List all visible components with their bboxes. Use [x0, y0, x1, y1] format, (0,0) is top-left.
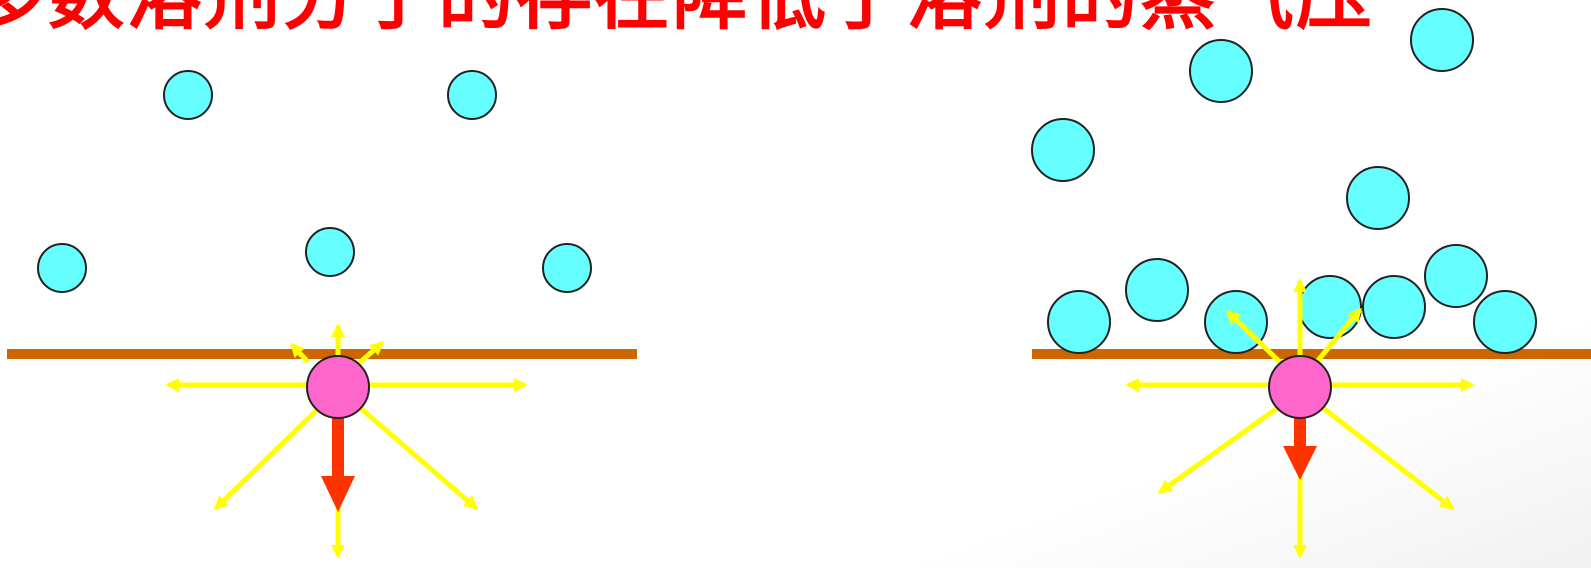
- escape-arrow-down-left: [216, 405, 322, 508]
- vapor-molecule: [1411, 9, 1473, 71]
- vapor-molecule: [306, 228, 354, 276]
- vapor-molecule: [1190, 40, 1252, 102]
- surface-molecule: [1126, 259, 1188, 321]
- vapor-molecule: [1032, 119, 1094, 181]
- surface-molecule: [1048, 291, 1110, 353]
- left-panel: [7, 71, 637, 556]
- vapor-molecule: [448, 71, 496, 119]
- vapor-molecule: [38, 244, 86, 292]
- red-arrow-head: [1283, 446, 1317, 480]
- vapor-molecule: [543, 244, 591, 292]
- downward-red-arrow: [1283, 413, 1317, 480]
- downward-red-arrow: [321, 413, 355, 512]
- escape-arrow-down-right: [1318, 404, 1452, 508]
- solute-particle: [307, 356, 369, 418]
- surface-molecule: [1474, 291, 1536, 353]
- vapor-molecule: [1347, 167, 1409, 229]
- surface-molecule: [1425, 245, 1487, 307]
- vapor-molecules: [1032, 9, 1473, 229]
- escape-arrow-down-right: [357, 405, 476, 508]
- surface-molecule: [1363, 276, 1425, 338]
- surface-molecules: [1048, 245, 1536, 353]
- vapor-molecules: [38, 71, 591, 292]
- surface-molecule: [1299, 276, 1361, 338]
- vapor-molecule: [164, 71, 212, 119]
- solute-particle: [1269, 356, 1331, 418]
- red-arrow-head: [321, 476, 355, 512]
- right-panel: [1032, 9, 1591, 556]
- escape-arrow-down-left: [1160, 404, 1283, 492]
